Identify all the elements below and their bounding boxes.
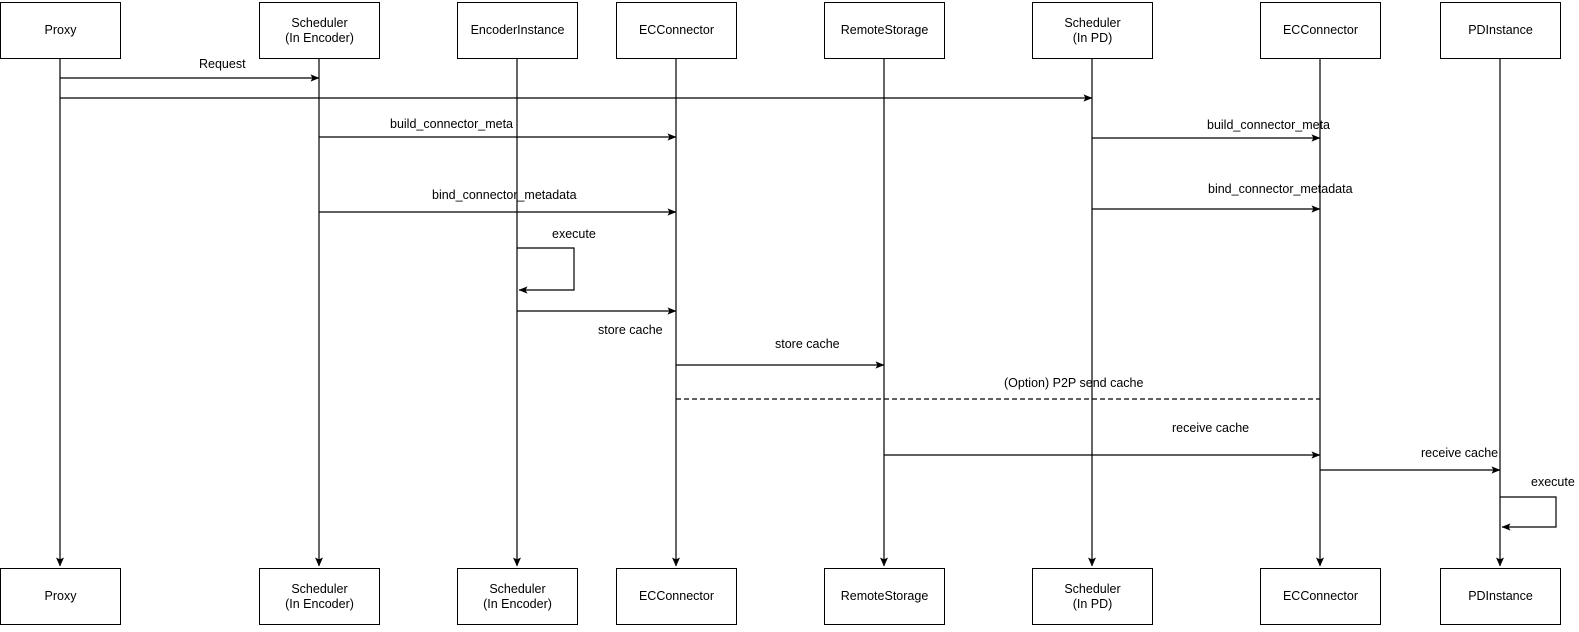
participant-box-sched_enc-bottom: Scheduler (In Encoder)	[259, 568, 380, 625]
participant-box-sched_pd-top: Scheduler (In PD)	[1032, 2, 1153, 59]
participant-label: RemoteStorage	[840, 589, 929, 603]
participant-label: ECConnector	[1282, 23, 1359, 37]
participant-label: PDInstance	[1468, 23, 1533, 37]
participant-box-proxy-bottom: Proxy	[0, 568, 121, 625]
self-message-s2	[1500, 496, 1557, 531]
participant-label: ECConnector	[1282, 589, 1359, 603]
participant-label: PDInstance	[1468, 589, 1533, 603]
participant-box-ec_conn_r-bottom: ECConnector	[1260, 568, 1381, 625]
participant-label: Proxy	[44, 589, 77, 603]
participant-box-remote_store-top: RemoteStorage	[824, 2, 945, 59]
participant-box-pd_inst-bottom: PDInstance	[1440, 568, 1561, 625]
participant-box-ec_conn_r-top: ECConnector	[1260, 2, 1381, 59]
self-message-s1	[517, 247, 575, 294]
participant-box-proxy-top: Proxy	[0, 2, 121, 59]
participant-label: Scheduler (In Encoder)	[483, 581, 552, 611]
participant-box-ec_conn_l-bottom: ECConnector	[616, 568, 737, 625]
participant-label: Scheduler (In Encoder)	[285, 15, 354, 45]
participant-label: ECConnector	[638, 23, 715, 37]
participant-label: Scheduler (In Encoder)	[285, 581, 354, 611]
participant-box-encoder_inst-bottom: Scheduler (In Encoder)	[457, 568, 578, 625]
participant-box-sched_enc-top: Scheduler (In Encoder)	[259, 2, 380, 59]
participant-label: Proxy	[44, 23, 77, 37]
participant-label: EncoderInstance	[470, 23, 565, 37]
participant-box-encoder_inst-top: EncoderInstance	[457, 2, 578, 59]
participant-label: ECConnector	[638, 589, 715, 603]
participant-box-remote_store-bottom: RemoteStorage	[824, 568, 945, 625]
participant-label: Scheduler (In PD)	[1064, 581, 1121, 611]
participant-label: Scheduler (In PD)	[1064, 15, 1121, 45]
participant-box-sched_pd-bottom: Scheduler (In PD)	[1032, 568, 1153, 625]
participant-label: RemoteStorage	[840, 23, 929, 37]
participant-box-pd_inst-top: PDInstance	[1440, 2, 1561, 59]
participant-box-ec_conn_l-top: ECConnector	[616, 2, 737, 59]
